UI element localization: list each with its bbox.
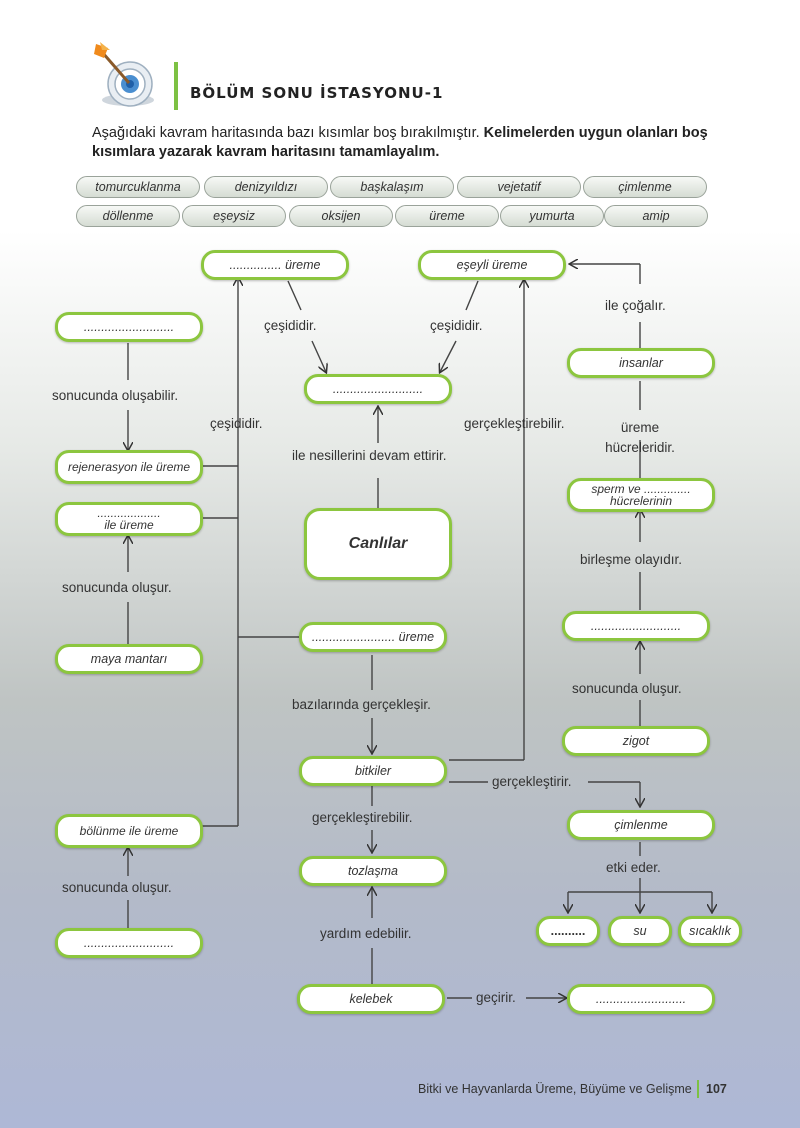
page-number: 107 — [706, 1082, 727, 1096]
instructions: Aşağıdaki kavram haritasında bazı kısıml… — [92, 124, 732, 162]
insanlar-box: insanlar — [567, 348, 715, 378]
bottom-right-blank-box[interactable]: .......................... — [567, 984, 715, 1014]
word-chip: başkalaşım — [330, 176, 454, 198]
word-chip: vejetatif — [457, 176, 581, 198]
bitkiler-box: bitkiler — [299, 756, 447, 786]
title-accent-bar — [174, 62, 178, 110]
label-ile-cogalir: ile çoğalır. — [605, 298, 666, 313]
label-gecirir: geçirir. — [476, 990, 516, 1005]
sperm-text: sperm ve .............. — [591, 482, 691, 496]
target-dart-icon — [88, 40, 158, 110]
tozlasma-box: tozlaşma — [299, 856, 447, 886]
label-yardim-edebilir: yardım edebilir. — [320, 926, 412, 941]
sicaklik-box: sıcaklık — [678, 916, 742, 946]
footer-unit-title: Bitki ve Hayvanlarda Üreme, Büyüme ve Ge… — [418, 1082, 692, 1096]
cimlenme-box: çimlenme — [567, 810, 715, 840]
blank-ureme-box[interactable]: ............... üreme — [201, 250, 349, 280]
su-box: su — [608, 916, 672, 946]
sperm-cells-text: hücrelerinin — [609, 494, 673, 508]
label-gerceklestirir: gerçekleştirir. — [492, 774, 572, 789]
word-chip: yumurta — [500, 205, 604, 227]
dots-small-box[interactable]: .......... — [536, 916, 600, 946]
label-sonucunda-olusur-1: sonucunda oluşur. — [62, 580, 172, 595]
maya-mantari-box: maya mantarı — [55, 644, 203, 674]
word-chip: döllenme — [76, 205, 180, 227]
right-blank-box[interactable]: .......................... — [562, 611, 710, 641]
rejenerasyon-box: rejenerasyon ile üreme — [55, 450, 203, 484]
page-title: BÖLÜM SONU İSTASYONU-1 — [190, 84, 444, 102]
instructions-bold: Kelimelerden uygun olanları boş kısımlar… — [92, 125, 708, 160]
label-cesididir-left: çeşididir. — [264, 318, 317, 333]
word-chip: çimlenme — [583, 176, 707, 198]
zigot-box: zigot — [562, 726, 710, 756]
word-chip: eşeysiz — [182, 205, 286, 227]
center-blank-box[interactable]: .......................... — [304, 374, 452, 404]
label-gerceklestirebilir-mid: gerçekleştirebilir. — [312, 810, 413, 825]
sperm-box[interactable]: sperm ve .............. hücrelerinin — [567, 478, 715, 512]
label-sonucunda-olusur-right: sonucunda oluşur. — [572, 681, 682, 696]
footer-divider — [697, 1080, 699, 1098]
label-sonucunda-olusur-2: sonucunda oluşur. — [62, 880, 172, 895]
label-cesididir-right: çeşididir. — [430, 318, 483, 333]
left-top-blank-box[interactable]: .......................... — [55, 312, 203, 342]
label-gerceklestirebilir-top: gerçekleştirebilir. — [464, 416, 565, 431]
bottom-left-blank-box[interactable]: .......................... — [55, 928, 203, 958]
eseyli-ureme-box: eşeyli üreme — [418, 250, 566, 280]
blank-ile-ureme-box[interactable]: ................... ile üreme — [55, 502, 203, 536]
middle-blank-ureme-box[interactable]: ........................ üreme — [299, 622, 447, 652]
label-cesididir-vertical: çeşididir. — [210, 416, 263, 431]
blank-ile-ureme-text: ile üreme — [104, 518, 154, 532]
word-chip: denizyıldızı — [204, 176, 328, 198]
word-chip: amip — [604, 205, 708, 227]
label-bazilarinda: bazılarında gerçekleşir. — [292, 697, 431, 712]
word-chip: tomurcuklanma — [76, 176, 200, 198]
label-etki-eder: etki eder. — [606, 860, 661, 875]
bolunme-box: bölünme ile üreme — [55, 814, 203, 848]
label-ureme-hucreleridir: üreme hücreleridir. — [605, 420, 675, 455]
label-birlesme-olayidir: birleşme olayıdır. — [580, 552, 683, 567]
blank-ile-ureme-dots: ................... — [97, 506, 161, 520]
label-sonucunda-olusabilir: sonucunda oluşabilir. — [52, 388, 179, 403]
kelebek-box: kelebek — [297, 984, 445, 1014]
canlilar-box: Canlılar — [304, 508, 452, 580]
word-chip: üreme — [395, 205, 499, 227]
instructions-normal: Aşağıdaki kavram haritasında bazı kısıml… — [92, 125, 480, 141]
label-ile-nesillerini: ile nesillerini devam ettirir. — [292, 448, 447, 463]
word-chip: oksijen — [289, 205, 393, 227]
